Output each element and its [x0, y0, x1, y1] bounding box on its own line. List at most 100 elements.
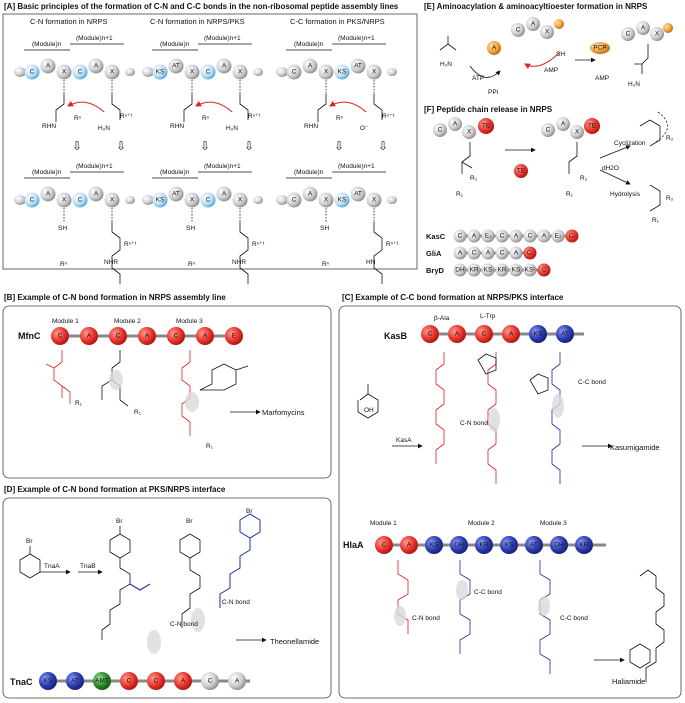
svg-text:TE: TE [517, 168, 526, 175]
domain-ks-label: KS [156, 197, 165, 204]
panel-e-amp2: AMP [595, 75, 609, 82]
svg-text:RHN: RHN [42, 123, 56, 130]
protein-end [14, 195, 26, 205]
svg-text:Br: Br [116, 518, 123, 525]
protein-end [142, 67, 154, 77]
domain-a-label: A [46, 63, 51, 70]
module-n-label: (Module)n [160, 41, 190, 48]
domain-c [286, 64, 302, 80]
domain-c [72, 64, 88, 80]
panel-e-sh: SH [556, 51, 565, 58]
kasb-structures: C-N bond C-C bond OH KasA Kasumigamide [357, 352, 660, 484]
domain-x [184, 192, 200, 208]
domain-c [200, 192, 216, 208]
domain-x-label: X [190, 197, 195, 204]
panel-e-h2n: H₂N [440, 61, 452, 68]
domain-a-label: A [308, 63, 313, 70]
svg-text:RHN: RHN [170, 123, 184, 130]
panel-c-frame [338, 305, 682, 699]
kasb-domain-4 [529, 325, 547, 343]
kasb-cn-bond: C-N bond [460, 420, 488, 427]
protein-end [14, 67, 26, 77]
dh2o-label: dH2O [602, 165, 619, 172]
domain-ks [334, 64, 350, 80]
domain-2-5 [523, 263, 537, 277]
kasb-domain-3 [502, 325, 520, 343]
tnac-domain-7 [228, 672, 246, 690]
svg-text:R₁: R₁ [206, 443, 214, 450]
panel-b-header: [B] Example of C-N bond formation in NRP… [4, 293, 226, 302]
domain-a-label: A [222, 63, 227, 70]
panel-a-col3-title: C-C formation in PKS/NRPS [290, 17, 385, 26]
domain-a-label: A [222, 191, 227, 198]
panel-a-header: [A] Basic principles of the formation of… [4, 2, 399, 11]
module-n1-label: (Module)n+1 [338, 35, 375, 42]
module-n1-label: (Module)n+1 [76, 35, 113, 42]
svg-text:A: A [641, 25, 646, 32]
module-n1-label: (Module)n+1 [76, 163, 113, 170]
domain-a [88, 58, 104, 74]
svg-text:Rⁿ: Rⁿ [60, 261, 68, 268]
module-n1-label: (Module)n+1 [338, 163, 375, 170]
domain-x-label: X [110, 69, 115, 76]
kasb-domain-5-label: AT [561, 331, 569, 338]
domain-0-1-label: A [472, 233, 477, 240]
domain-x-label: X [372, 197, 377, 204]
domain-ks-label: KS [156, 69, 165, 76]
domain-2-0-label: DH [455, 267, 465, 274]
protein-end [276, 67, 288, 77]
module-n-label: (Module)n [294, 169, 324, 176]
hlaa-domain-8-label: KR [579, 542, 588, 549]
svg-text:X: X [575, 129, 580, 136]
svg-text:SH: SH [186, 225, 195, 232]
hlaa-domain-6 [525, 536, 543, 554]
domain-at [168, 186, 184, 202]
svg-text:C: C [516, 27, 521, 34]
tnac-label: TnaC [10, 677, 33, 687]
hlaa-domain-8 [575, 536, 593, 554]
hlaa-domain-5 [500, 536, 518, 554]
domain-at [168, 58, 184, 74]
svg-text:X: X [655, 31, 660, 38]
domain-1-5 [523, 246, 537, 260]
module-n-label: (Module)n [32, 169, 62, 176]
cn-bond-1: C-N bond [170, 621, 198, 628]
transform-arrow: ⇩ [200, 139, 210, 153]
svg-text:A: A [453, 121, 458, 128]
panel-c-header: [C] Example of C-C bond formation at NRP… [342, 293, 564, 302]
cn-bond-2: C-N bond [222, 599, 250, 606]
domain-c-label: C [78, 69, 83, 76]
te-domain [478, 118, 494, 134]
hlaa-cc-bond-1: C-C bond [474, 589, 502, 596]
mfnc-domain-6-label: E [232, 333, 237, 340]
svg-text:R₂: R₂ [580, 175, 588, 182]
panel-e-scheme: H₂N A ATP PPi C A X SH AMP AMP PCP C A X [439, 17, 673, 96]
domain-c [200, 64, 216, 80]
svg-text:X: X [545, 29, 550, 36]
domain-2-0 [453, 263, 467, 277]
svg-text:C: C [438, 127, 443, 134]
domain-at-label: AT [172, 63, 180, 70]
domain-1-3 [495, 246, 509, 260]
hlaa-structures: C-N bond C-C bond C-C bond Haliamide [394, 560, 665, 686]
panel-c: [C] Example of C-C bond formation at NRP… [338, 293, 682, 699]
domain-x-label: X [324, 69, 329, 76]
domain-c-label: C [30, 69, 35, 76]
domain-a-label: A [46, 191, 51, 198]
domain-0-6-label: A [542, 233, 547, 240]
svg-text:H₂N: H₂N [628, 81, 640, 88]
panel-f: [F] Peptide chain release in NRPS C A X … [424, 105, 674, 277]
hlaa-domain-2 [425, 536, 443, 554]
svg-text:R₂: R₂ [470, 175, 478, 182]
kasb-domain-5 [556, 325, 574, 343]
svg-text:H₂N: H₂N [98, 125, 110, 132]
domain-2-4-label: KS [512, 267, 521, 274]
hlaa-domain-3 [450, 536, 468, 554]
kasb-domain-1 [448, 325, 466, 343]
